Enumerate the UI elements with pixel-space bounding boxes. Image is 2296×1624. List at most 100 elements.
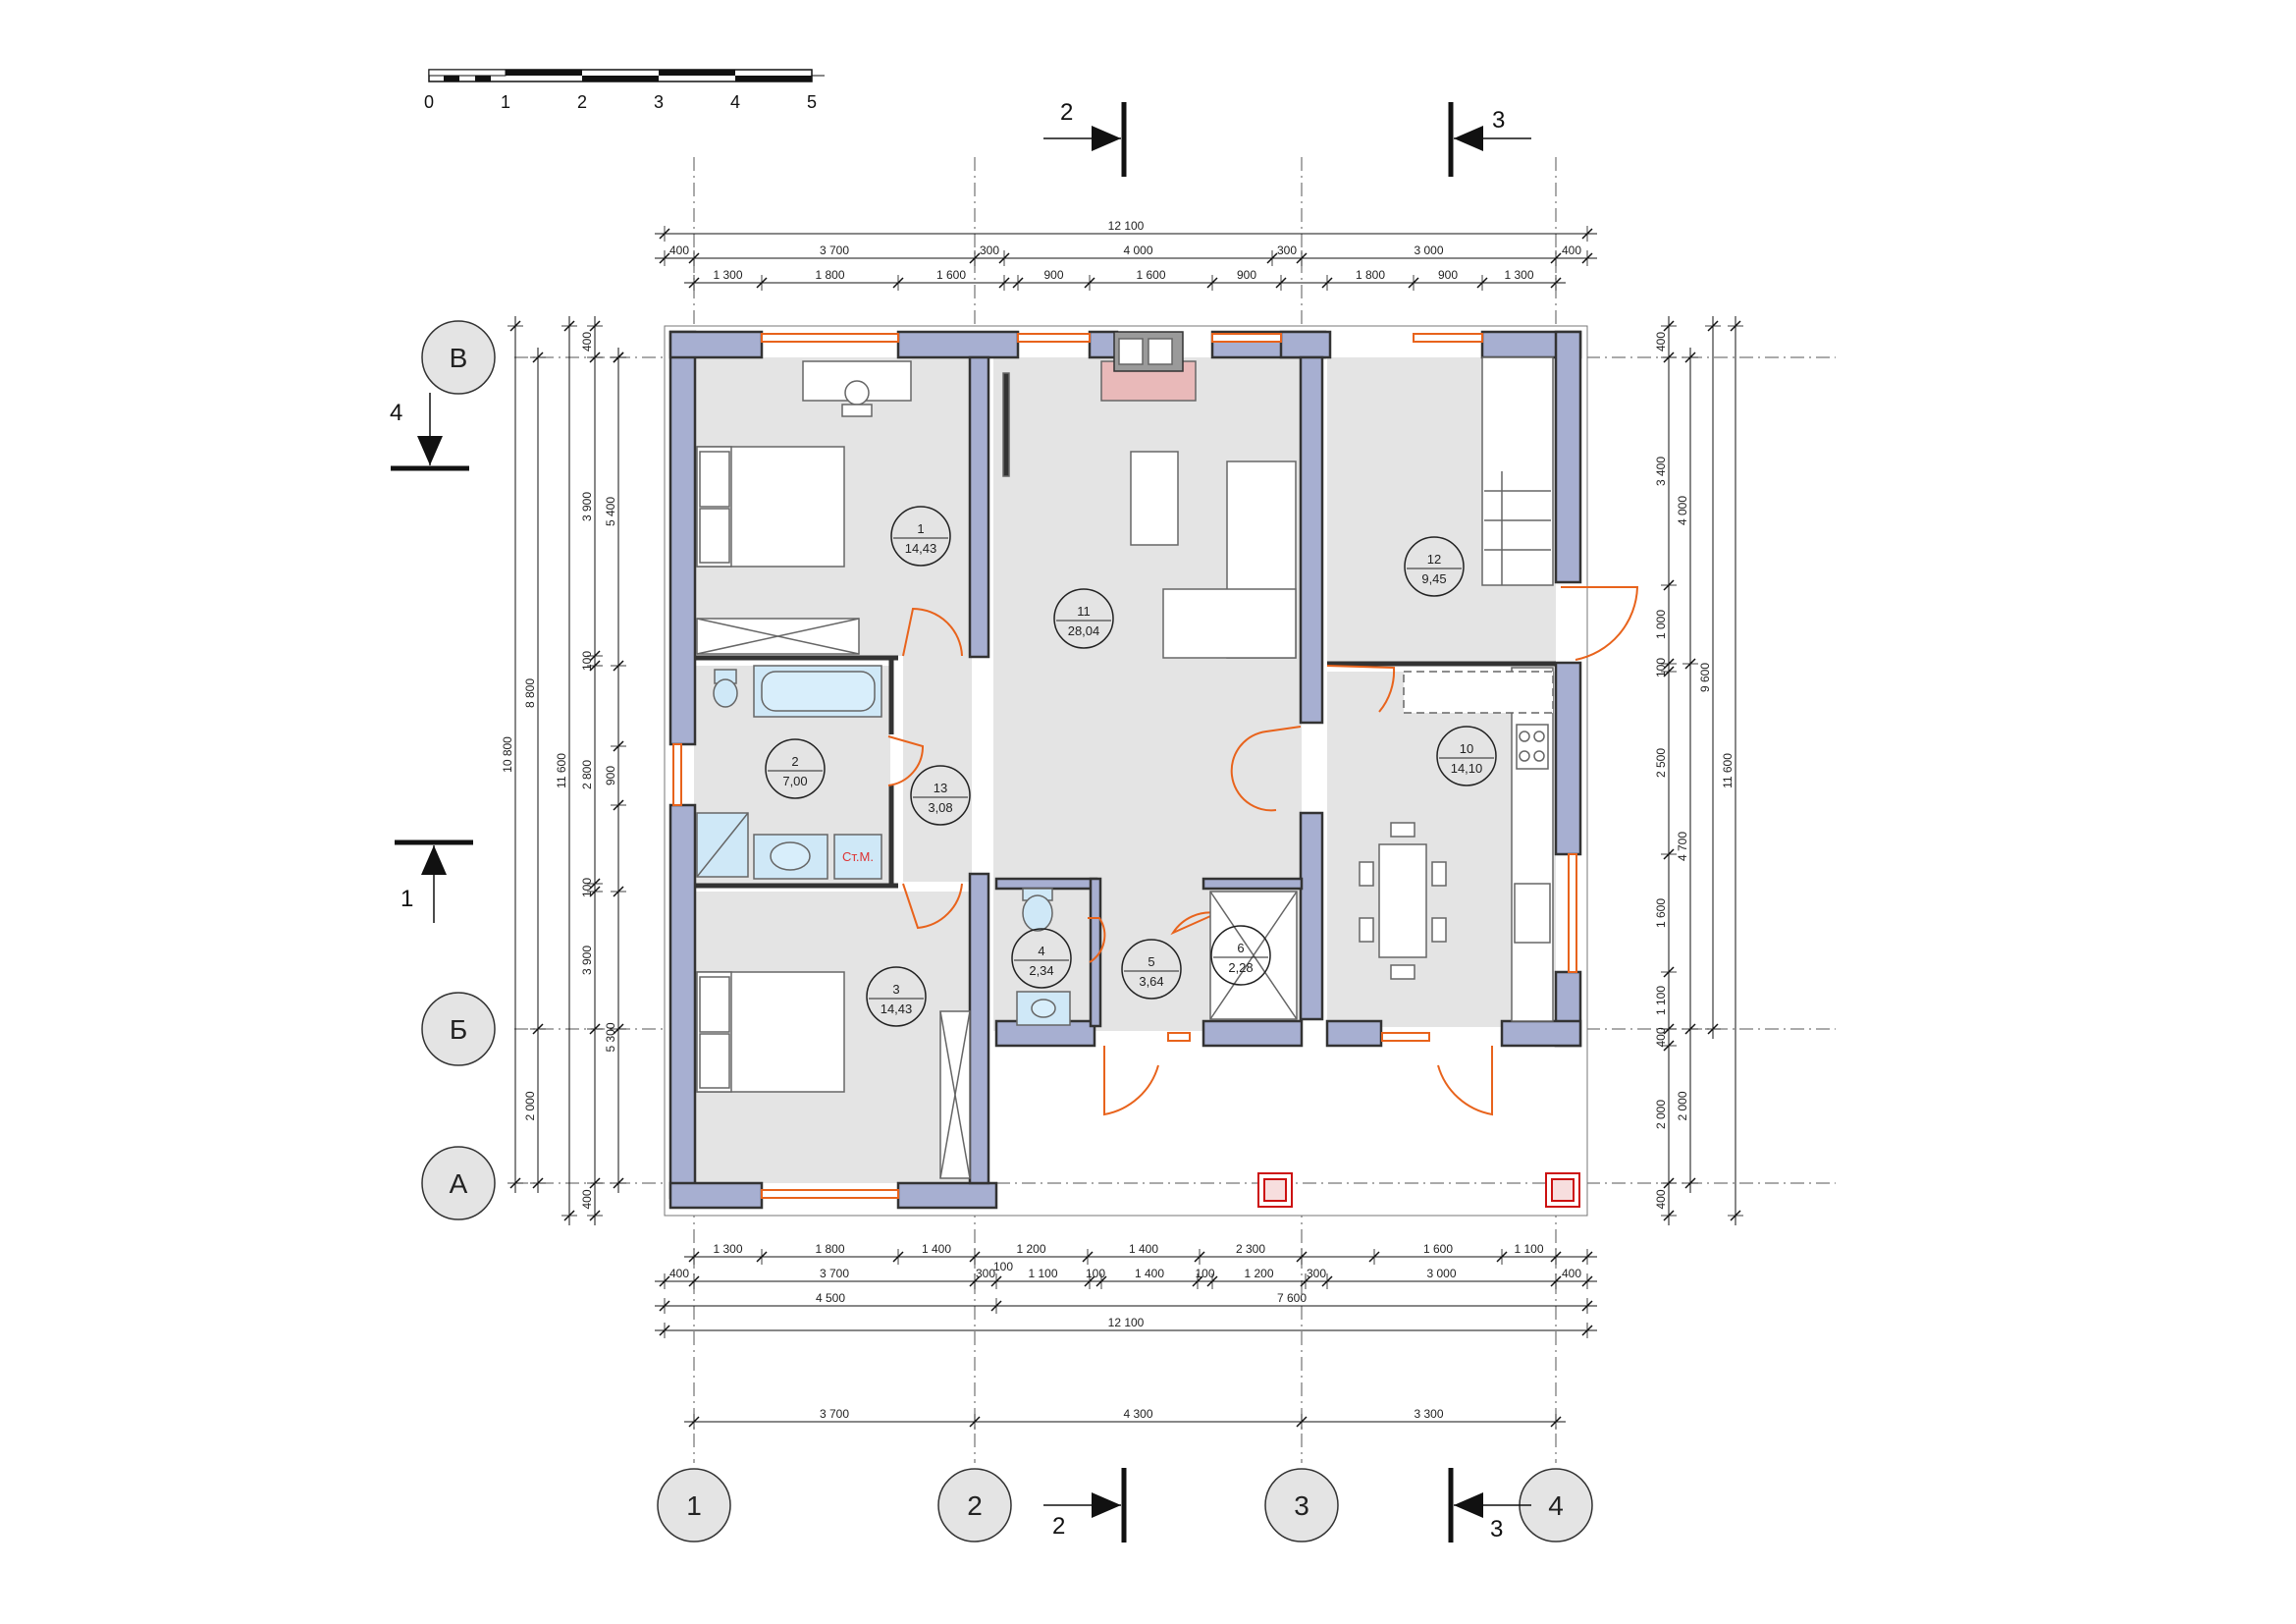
dim-label: 5 400 [604,497,617,526]
room-label-1: 114,43 [890,506,951,567]
dim-label: 300 [1307,1267,1326,1280]
axis-bubble-1: 1 [657,1468,731,1543]
dim-label: 3 700 [820,1267,849,1280]
dim-label: 400 [1654,1027,1668,1047]
dim-label: 5 300 [604,1022,617,1052]
section-mark-3-bottom: 3 [1448,1468,1531,1543]
dim-label: 1 100 [1514,1242,1543,1256]
svg-text:2: 2 [1060,99,1073,126]
dim-label: 1 300 [713,1242,742,1256]
dim-label: 1 800 [815,268,844,282]
axis-bubble-2: 2 [937,1468,1012,1543]
dining-table [1378,843,1427,958]
dim-label: 1 100 [1028,1267,1057,1280]
dim-label: 1 200 [1016,1242,1045,1256]
svg-text:3: 3 [892,982,899,997]
dim-label: 400 [1654,1189,1668,1209]
section-marks: 2 3 4 1 2 3 [390,99,1531,1543]
dim-label: 2 800 [580,760,594,789]
dim-label: 100 [580,878,594,897]
axis-bubble-B: Б [421,992,496,1066]
dim-label: 9 600 [1698,663,1712,692]
room-label-2: 27,00 [765,738,826,799]
dim-label: 7 600 [1277,1291,1307,1305]
scale-label: 3 [654,92,664,112]
dim-label: 1 000 [1654,610,1668,639]
svg-text:28,04: 28,04 [1068,623,1100,638]
svg-text:11: 11 [1077,604,1091,619]
dim-label: 10 800 [501,736,514,773]
dim-label: 1 600 [1423,1242,1453,1256]
room-labels: 114,43 27,00 314,43 42,34 53,64 62,28 10… [765,506,1497,1027]
scale-bar: 0 1 2 3 4 5 [424,69,825,112]
kitchen-counter [1511,667,1554,1022]
axis-bubble-4: 4 [1519,1468,1593,1543]
room-label-4: 42,34 [1011,928,1072,989]
dim-label: 100 [993,1260,1013,1273]
dim-label: 900 [1237,268,1256,282]
axis-bubble-3: 3 [1264,1468,1339,1543]
dim-label: 1 600 [936,268,966,282]
dim-label: 1 300 [713,268,742,282]
svg-text:2,34: 2,34 [1029,963,1053,978]
stairs [1481,356,1554,586]
svg-text:В: В [450,343,468,373]
dim-label: 400 [669,244,689,257]
dim-label: 1 600 [1654,898,1668,928]
dim-label: 1 400 [1135,1267,1164,1280]
chair [844,380,870,406]
dim-label: 300 [1277,244,1297,257]
svg-text:4: 4 [1038,944,1044,958]
dim-label: 3 700 [820,244,849,257]
dim-label: 1 200 [1244,1267,1273,1280]
furniture [696,331,1554,1179]
axis-bubble-A: А [421,1146,496,1220]
svg-text:5: 5 [1148,954,1154,969]
dim-label: 4 300 [1123,1407,1152,1421]
dim-label: 12 100 [1108,1316,1145,1329]
svg-text:4: 4 [390,400,402,426]
svg-text:14,43: 14,43 [905,541,937,556]
dim-label: 1 800 [815,1242,844,1256]
svg-text:3,64: 3,64 [1139,974,1163,989]
porch-posts [1257,1172,1580,1208]
dim-label: 4 000 [1123,244,1152,257]
dim-label: 11 600 [555,753,568,788]
doors [887,586,1639,1116]
svg-text:3: 3 [1294,1490,1309,1521]
partitions [694,655,1556,889]
dim-label: 12 100 [1108,219,1145,233]
dim-label: 400 [1562,244,1581,257]
walls [668,330,1582,1210]
dim-label: 4 500 [816,1291,845,1305]
dim-label: 2 000 [523,1091,537,1120]
dim-label: 1 400 [1129,1242,1158,1256]
svg-text:9,45: 9,45 [1421,571,1446,586]
dim-label: 3 700 [820,1407,849,1421]
dim-label: 400 [580,332,594,352]
dim-label: 100 [1654,658,1668,677]
svg-text:7,00: 7,00 [782,774,807,788]
dim-label: 300 [976,1267,995,1280]
dim-label: 400 [580,1189,594,1209]
dim-label: 400 [669,1267,689,1280]
dim-label: 400 [1562,1267,1581,1280]
dim-label: 4 000 [1676,496,1689,525]
room-label-6: 62,28 [1210,925,1271,986]
svg-text:Б: Б [450,1014,467,1045]
svg-text:3: 3 [1492,107,1505,134]
coffee-table [1130,451,1179,546]
dim-label: 2 500 [1654,748,1668,778]
dim-label: 400 [1654,332,1668,352]
svg-text:2: 2 [1052,1513,1065,1540]
room-label-11: 11 28,04 [1053,588,1114,649]
dim-label: 3 400 [1654,457,1668,486]
svg-text:1: 1 [400,886,413,912]
section-mark-1: 1 [395,839,473,923]
svg-text:14,43: 14,43 [881,1001,913,1016]
section-mark-2-bottom: 2 [1043,1468,1127,1543]
svg-text:12: 12 [1427,552,1441,567]
dim-label: 3 000 [1426,1267,1456,1280]
